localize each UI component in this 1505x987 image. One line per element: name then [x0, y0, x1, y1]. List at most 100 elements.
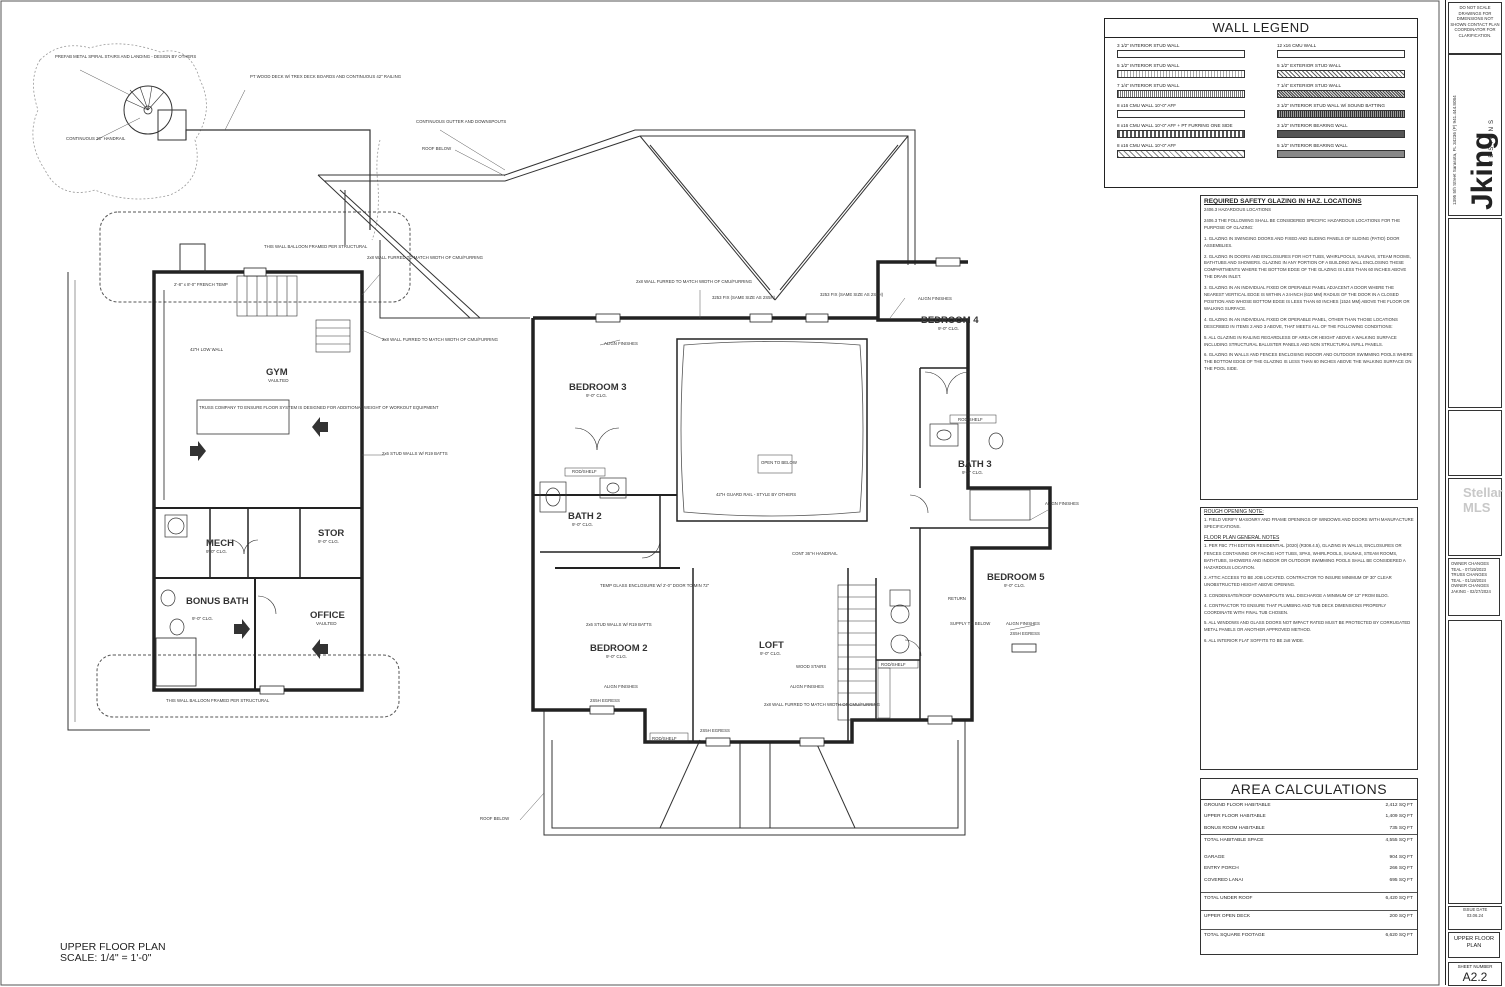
- legend-item: 5 1/2" INTERIOR STUD WALL: [1105, 63, 1253, 83]
- open-to-below-label: OPEN TO BELOW: [761, 460, 798, 465]
- room-bath-2-sub: 9'-0" CLG.: [572, 522, 593, 527]
- windows: [243, 257, 1037, 747]
- legend-item: 7 1/4" EXTERIOR STUD WALL: [1265, 83, 1413, 103]
- firm-address: 1395 5th Street Sarasota, FL 34236 (P) 9…: [1452, 95, 1457, 205]
- watermark: Stellar MLS: [1463, 485, 1503, 515]
- floor-plan-notes-title: FLOOR PLAN GENERAL NOTES: [1204, 535, 1280, 542]
- room-bedroom-2: BEDROOM 2: [590, 643, 648, 654]
- note-balloon-top: THIS WALL BALLOON FRAMED PER STRUCTURAL: [264, 244, 368, 249]
- legend-item: 3 1/2" INTERIOR STUD WALL: [1105, 43, 1253, 63]
- main-body-walls: [531, 260, 1052, 744]
- glazing-section: 2406.3 HAZARDOUS LOCATIONS: [1204, 207, 1272, 212]
- landscape-cloud-edge: [371, 139, 381, 241]
- note-gutter: CONTINUOUS GUTTER AND DOWNSPOUTS: [416, 119, 506, 124]
- glazing-item: 4. GLAZING IN AN INDIVIDUAL FIXED OR OPE…: [1204, 316, 1398, 329]
- plan-notes: PREFAB METAL SPIRAL STAIRS AND LANDING -…: [55, 54, 1079, 821]
- vault-arrows: [190, 417, 328, 659]
- note-furred-3: 2x8 WALL FURRED TO MATCH WIDTH OF CMU/FU…: [636, 279, 753, 284]
- note-french: 2'-8" x 8'-0" FRENCH TEMP: [174, 282, 228, 287]
- glazing-item: 6. GLAZING IN WALLS AND FENCES ENCLOSING…: [1204, 352, 1413, 372]
- deck-outline: [185, 129, 371, 230]
- deck-cloud-band-bottom: [96, 654, 400, 718]
- room-gym: GYM: [266, 367, 288, 378]
- room-loft: LOFT: [759, 640, 784, 651]
- floor-plan-drawing: GYM VAULTED MECH 9'-0" CLG. STOR 9'-0" C…: [0, 0, 1440, 986]
- title-block-empty-cell: [1448, 478, 1502, 556]
- note-furred-1: 2x8 WALL FURRED TO MATCH WIDTH OF CMU/FU…: [367, 255, 484, 260]
- room-mech-sub: 9'-0" CLG.: [206, 549, 227, 554]
- title-block-empty-cell: [1448, 410, 1502, 476]
- room-office-sub: VAULTED: [316, 621, 337, 626]
- general-note: 5. ALL WINDOWS AND GLASS DOORS NOT IMPAC…: [1204, 620, 1411, 633]
- room-gym-sub: VAULTED: [268, 378, 289, 383]
- note-align-2: ALIGN FINISHES: [604, 684, 638, 689]
- room-bath-3-sub: 9'-0" CLG.: [962, 470, 983, 475]
- drawing-title-block: UPPER FLOOR PLAN SCALE: 1/4" = 1'-0": [60, 942, 166, 964]
- room-office: OFFICE: [310, 610, 345, 621]
- sheet-number-cell: SHEET NUMBER A2.2: [1448, 962, 1502, 986]
- general-note: 1. PER FBC 7TH EDITION RESIDENTIAL (2020…: [1204, 543, 1406, 571]
- room-loft-sub: 9'-0" CLG.: [760, 651, 781, 656]
- room-bedroom-5: BEDROOM 5: [987, 572, 1045, 583]
- room-bedroom-5-sub: 9'-0" CLG.: [1004, 583, 1025, 588]
- revision-entry: TEAL - 07/19/2023: [1451, 566, 1486, 572]
- note-rod-3: ROD/SHELF: [958, 417, 983, 422]
- note-egress-1: 2S5H EGRESS: [590, 698, 620, 703]
- area-calculations: AREA CALCULATIONS GROUND FLOOR HABITABLE…: [1200, 778, 1418, 955]
- glazing-item: 3. GLAZING IN AN INDIVIDUAL FIXED OR OPE…: [1204, 285, 1410, 311]
- sheet-title: UPPER FLOOR PLAN: [1448, 932, 1500, 958]
- note-temp-glass: TEMP GLASS ENCLOSURE W/ 2'-0" DOOR TO MI…: [600, 583, 710, 588]
- issue-date-label: ISSUE DATE: [1462, 907, 1488, 912]
- note-wood-stairs: WOOD STAIRS: [796, 664, 826, 669]
- door-swings: [229, 371, 969, 657]
- roof-edge-left: [67, 272, 150, 731]
- note-rod-4: ROD/SHELF: [881, 662, 906, 667]
- note-align-4: ALIGN FINISHES: [918, 296, 952, 301]
- title-block: DO NOT SCALE DRAWINGS FOR DIMENSIONS NOT…: [1445, 0, 1504, 986]
- issue-date: 03.06.24: [1466, 912, 1484, 918]
- sheet-border: [0, 0, 1440, 986]
- room-bedroom-3-sub: 9'-0" CLG.: [586, 393, 607, 398]
- note-return: RETURN: [948, 596, 966, 601]
- general-note: 3. CONDENSATE/ROOF DOWNSPOUTS WILL DISCH…: [1204, 592, 1389, 598]
- revision-entry: JAKING - 02/27/2024: [1451, 588, 1491, 594]
- note-studs-2: 2x6 STUD WALLS W/ R19 BATTS: [586, 622, 652, 627]
- sheet-number-label: SHEET NUMBER: [1457, 964, 1493, 969]
- note-furred-2: 2x8 WALL FURRED TO MATCH WIDTH OF CMU/FU…: [382, 337, 499, 342]
- title-block-empty-cell: [1448, 620, 1502, 904]
- note-align-3: ALIGN FINISHES: [790, 684, 824, 689]
- truss-note-box: [196, 399, 290, 435]
- note-fixed-2: 3253 FIX (SAME SIZE AS 2S5H): [820, 292, 884, 297]
- note-truss: TRUSS COMPANY TO ENSURE FLOOR SYSTEM IS …: [199, 405, 439, 410]
- room-bath-3: BATH 3: [958, 459, 992, 470]
- room-stor-sub: 9'-0" CLG.: [318, 539, 339, 544]
- rough-opening-title: ROUGH OPENING NOTE:: [1204, 509, 1264, 515]
- safety-glazing-notes: REQUIRED SAFETY GLAZING IN HAZ. LOCATION…: [1200, 195, 1418, 500]
- note-low-wall: 42"H LOW WALL: [190, 347, 224, 352]
- general-notes: ROUGH OPENING NOTE: 1. FIELD VERIFY MASO…: [1200, 507, 1418, 770]
- title-block-empty-cell: [1448, 218, 1502, 408]
- revision-entry: OWNER CHANGES: [1451, 583, 1489, 588]
- left-wing-walls: [152, 270, 364, 692]
- note-deck: PT WOOD DECK W/ TREX DECK BOARDS AND CON…: [250, 74, 402, 79]
- main-stair: [837, 584, 877, 721]
- room-bedroom-2-sub: 9'-0" CLG.: [606, 654, 627, 659]
- note-rod-2: ROD/SHELF: [652, 736, 677, 741]
- note-supply: SUPPLY TO BELOW: [950, 621, 991, 626]
- note-align-6: ALIGN FINISHES: [1006, 621, 1040, 626]
- legend-item: 8 x16 CMU WALL 10'-0" AFF: [1105, 103, 1253, 123]
- wall-legend-left-column: 3 1/2" INTERIOR STUD WALL 5 1/2" INTERIO…: [1105, 43, 1253, 163]
- logo-cell: 1395 5th Street Sarasota, FL 34236 (P) 9…: [1448, 54, 1502, 216]
- drawing-title: UPPER FLOOR PLAN: [60, 941, 166, 953]
- gym-stair: [236, 275, 351, 353]
- glazing-item: 2. GLAZING IN DOORS AND ENCLOSURES FOR H…: [1204, 253, 1411, 280]
- legend-item: 7 1/4" INTERIOR STUD WALL: [1105, 83, 1253, 103]
